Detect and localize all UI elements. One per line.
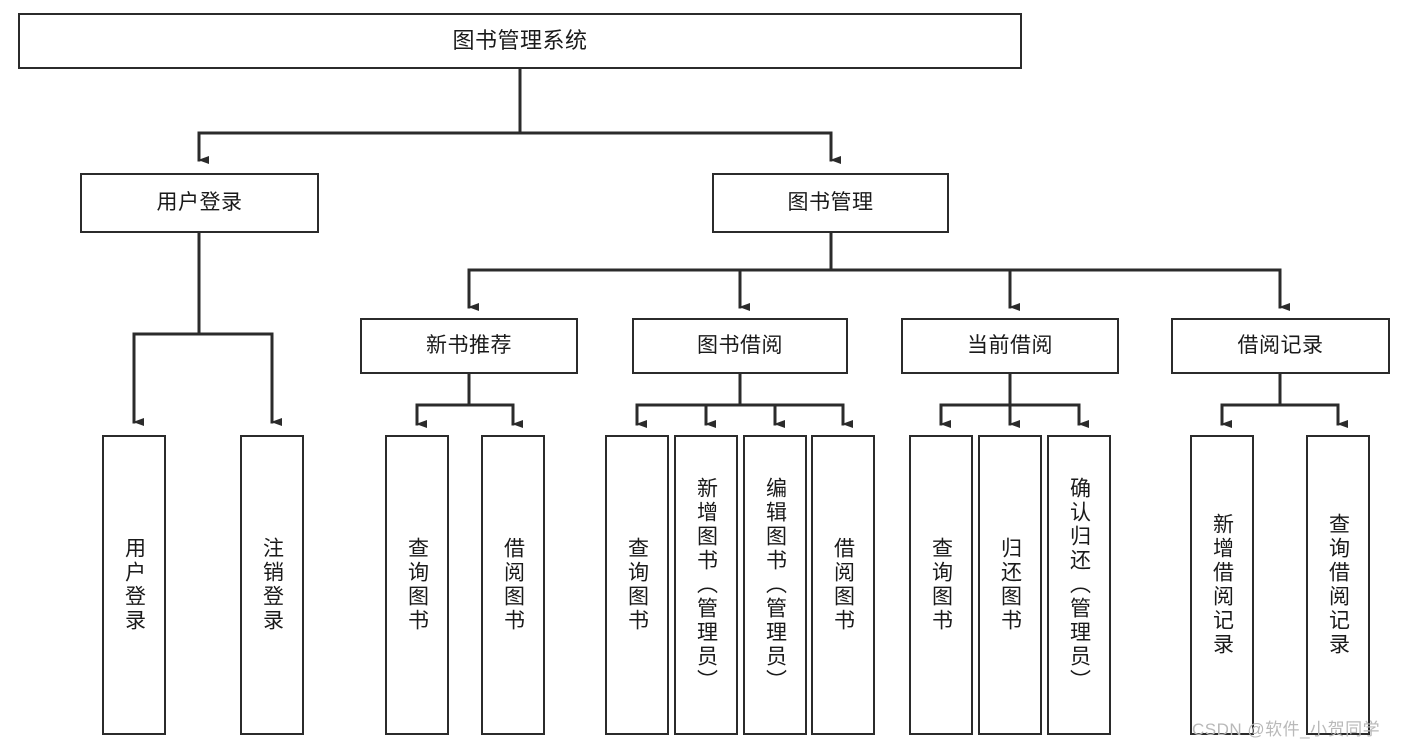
leaf-borrow-books-new-recommendation[interactable]: 借阅图书 — [481, 435, 545, 735]
node-label: 新增图书（管理员） — [694, 477, 718, 693]
node-label: 用户登录 — [122, 537, 146, 633]
leaf-return-books[interactable]: 归还图书 — [978, 435, 1042, 735]
node-label: 借阅图书 — [501, 537, 525, 633]
node-label: 编辑图书（管理员） — [763, 477, 787, 693]
node-label: 归还图书 — [998, 537, 1022, 633]
node-label: 图书管理系统 — [452, 28, 588, 54]
node-current-borrowing[interactable]: 当前借阅 — [901, 318, 1119, 374]
leaf-edit-book-admin[interactable]: 编辑图书（管理员） — [743, 435, 807, 735]
leaf-borrow-books-borrowing[interactable]: 借阅图书 — [811, 435, 875, 735]
node-label: 借阅图书 — [831, 537, 855, 633]
leaf-add-borrow-record[interactable]: 新增借阅记录 — [1190, 435, 1254, 735]
leaf-user-login[interactable]: 用户登录 — [102, 435, 166, 735]
node-label: 借阅记录 — [1237, 333, 1324, 357]
leaf-logout[interactable]: 注销登录 — [240, 435, 304, 735]
node-label: 用户登录 — [156, 190, 243, 214]
leaf-query-books-new-recommendation[interactable]: 查询图书 — [385, 435, 449, 735]
node-label: 图书管理 — [787, 190, 874, 214]
node-root-book-management-system[interactable]: 图书管理系统 — [18, 13, 1022, 69]
node-label: 注销登录 — [260, 537, 284, 633]
node-label: 查询图书 — [929, 537, 953, 633]
node-label: 查询借阅记录 — [1326, 513, 1350, 657]
node-label: 新书推荐 — [426, 333, 512, 357]
node-book-management[interactable]: 图书管理 — [712, 173, 949, 233]
leaf-query-books-borrowing[interactable]: 查询图书 — [605, 435, 669, 735]
leaf-query-borrow-record[interactable]: 查询借阅记录 — [1306, 435, 1370, 735]
node-label: 查询图书 — [405, 537, 429, 633]
leaf-confirm-return-admin[interactable]: 确认归还（管理员） — [1047, 435, 1111, 735]
node-label: 新增借阅记录 — [1210, 513, 1234, 657]
node-label: 确认归还（管理员） — [1067, 477, 1091, 693]
node-label: 查询图书 — [625, 537, 649, 633]
node-label: 图书借阅 — [697, 333, 783, 357]
node-book-borrowing[interactable]: 图书借阅 — [632, 318, 848, 374]
leaf-add-book-admin[interactable]: 新增图书（管理员） — [674, 435, 738, 735]
node-label: 当前借阅 — [967, 333, 1053, 357]
node-new-book-recommendation[interactable]: 新书推荐 — [360, 318, 578, 374]
node-user-login[interactable]: 用户登录 — [80, 173, 319, 233]
leaf-query-books-current[interactable]: 查询图书 — [909, 435, 973, 735]
node-borrowing-records[interactable]: 借阅记录 — [1171, 318, 1390, 374]
